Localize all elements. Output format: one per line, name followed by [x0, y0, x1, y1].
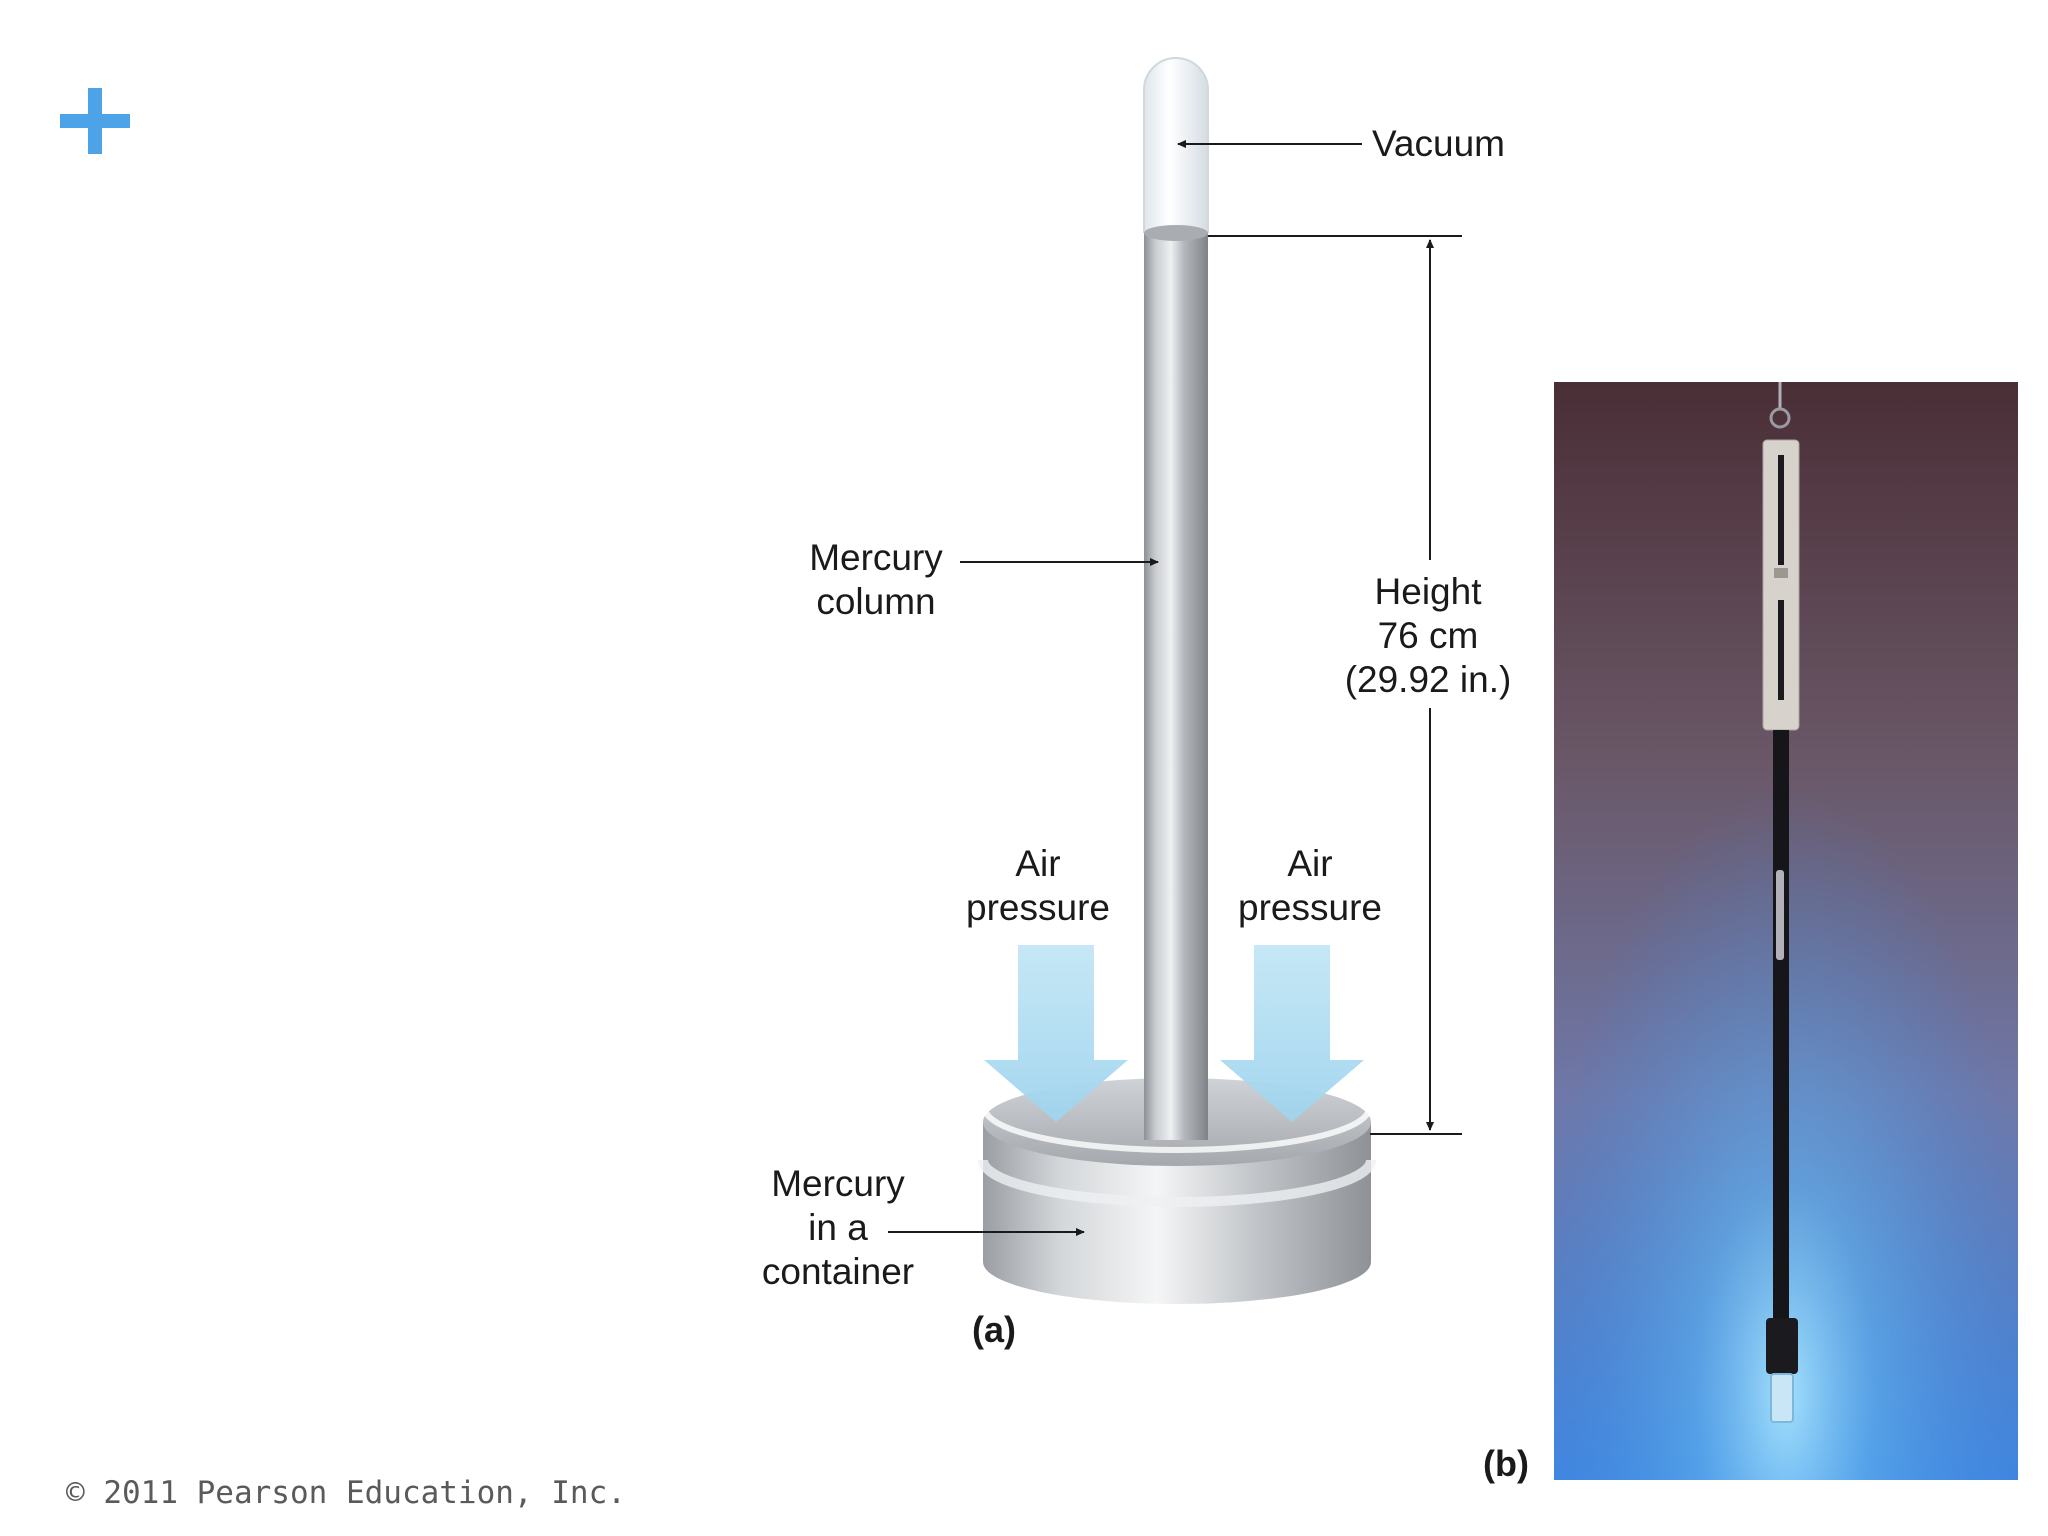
svg-text:(29.92 in.): (29.92 in.)	[1345, 659, 1512, 700]
svg-text:Air: Air	[1015, 843, 1060, 884]
svg-text:pressure: pressure	[1238, 887, 1382, 928]
panel-b-label: (b)	[1483, 1443, 1529, 1484]
svg-text:Mercury: Mercury	[809, 537, 943, 578]
svg-text:76 cm: 76 cm	[1378, 615, 1479, 656]
air-pressure-arrow-right	[1220, 945, 1364, 1122]
svg-text:Height: Height	[1375, 571, 1483, 612]
svg-text:in a: in a	[808, 1207, 868, 1248]
air-pressure-label-left: Air pressure	[966, 843, 1110, 928]
barometer-photo	[1554, 382, 2018, 1480]
height-label: Height 76 cm (29.92 in.)	[1345, 571, 1512, 700]
barometer-tube	[1143, 57, 1209, 1140]
svg-text:container: container	[762, 1251, 914, 1292]
panel-a-label: (a)	[972, 1309, 1016, 1350]
vacuum-label: Vacuum	[1372, 123, 1505, 164]
height-dimension	[1208, 235, 1462, 1135]
air-pressure-arrow-left	[984, 945, 1128, 1122]
mercury-column-label: Mercury column	[809, 537, 943, 622]
svg-text:pressure: pressure	[966, 887, 1110, 928]
svg-text:Air: Air	[1287, 843, 1332, 884]
svg-text:column: column	[816, 581, 935, 622]
plus-icon[interactable]	[60, 88, 130, 154]
mercury-container-label: Mercury in a container	[762, 1163, 914, 1292]
svg-text:Mercury: Mercury	[771, 1163, 905, 1204]
air-pressure-label-right: Air pressure	[1238, 843, 1382, 928]
copyright-notice: © 2011 Pearson Education, Inc.	[66, 1475, 626, 1511]
